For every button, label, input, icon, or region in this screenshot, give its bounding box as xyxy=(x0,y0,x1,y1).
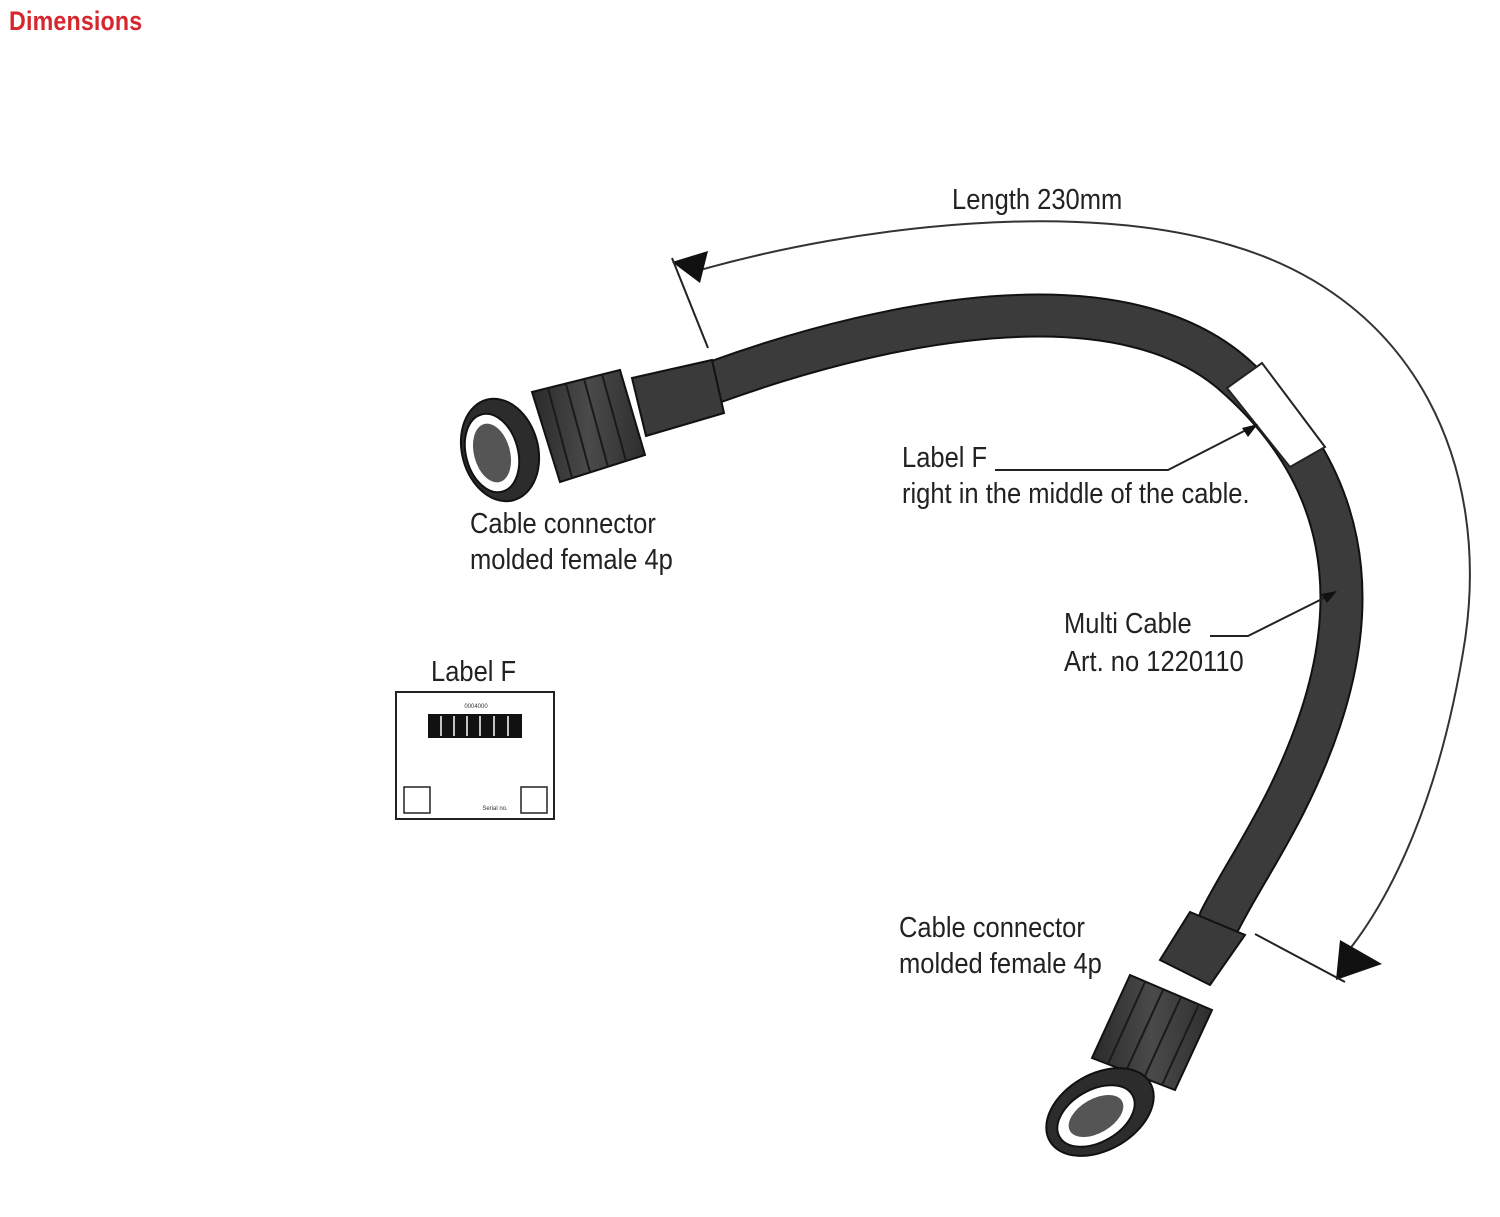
multi-cable xyxy=(693,293,1364,942)
extension-line-bottom xyxy=(1254,933,1346,983)
label-f-callout-line2: right in the middle of the cable. xyxy=(902,478,1250,510)
label-f-callout-line1: Label F xyxy=(902,442,988,474)
label-checkbox-left xyxy=(403,786,431,814)
connector-top-label: Cable connector molded female 4p xyxy=(470,506,673,578)
connector-bottom-line2: molded female 4p xyxy=(899,948,1102,980)
connector-bottom-line1: Cable connector xyxy=(899,912,1085,944)
label-f-band xyxy=(1225,361,1327,469)
label-f-callout: Label F right in the middle of the cable… xyxy=(902,440,1250,512)
leader-multi-cable xyxy=(1210,591,1337,637)
length-label: Length 230mm xyxy=(952,184,1123,216)
connector-bottom-label: Cable connector molded female 4p xyxy=(899,910,1102,982)
connector-top-line1: Cable connector xyxy=(470,508,656,540)
arrowhead-start-icon xyxy=(672,251,708,283)
top-connector xyxy=(459,358,726,503)
label-f-card: 0004000 Serial no. xyxy=(395,691,555,820)
multi-cable-line2: Art. no 1220110 xyxy=(1064,646,1244,678)
arrowhead-end-icon xyxy=(1336,940,1382,980)
multi-cable-line1: Multi Cable xyxy=(1064,608,1192,640)
leader-label-f xyxy=(995,424,1258,471)
label-card-serial: Serial no. xyxy=(482,806,508,812)
length-dimension-arc xyxy=(671,220,1471,983)
barcode-icon xyxy=(428,714,522,738)
bottom-connector xyxy=(1045,910,1247,1157)
label-card-code: 0004000 xyxy=(464,704,488,710)
extension-line-top xyxy=(671,257,709,349)
connector-top-line2: molded female 4p xyxy=(470,544,673,576)
multi-cable-label: Multi Cable Art. no 1220110 xyxy=(1064,606,1244,680)
label-checkbox-right xyxy=(520,786,548,814)
page-title: Dimensions xyxy=(9,6,143,36)
label-f-card-title: Label F xyxy=(431,656,517,688)
